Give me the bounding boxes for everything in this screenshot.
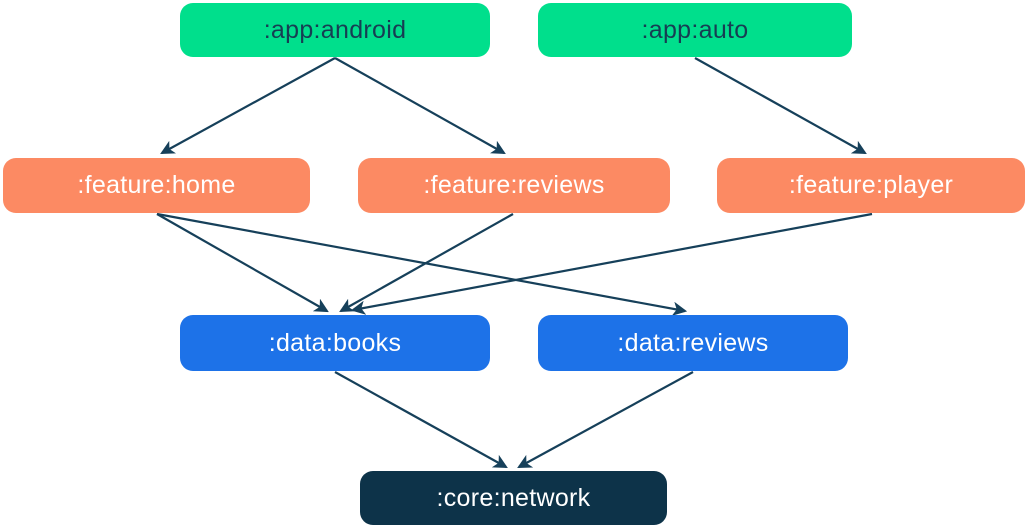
- edge-feature-reviews-to-data-books: [339, 213, 514, 313]
- node-feature-reviews: :feature:reviews: [358, 158, 670, 213]
- edge-app-android-to-feature-home: [160, 57, 336, 155]
- node-app-auto: :app:auto: [538, 3, 852, 57]
- node-data-reviews: :data:reviews: [538, 315, 848, 371]
- edge-data-reviews-to-core-network: [517, 371, 694, 469]
- node-feature-home: :feature:home: [3, 158, 310, 213]
- node-data-books: :data:books: [180, 315, 490, 371]
- edge-app-android-to-feature-reviews: [334, 57, 506, 155]
- edge-feature-player-to-data-books: [350, 212, 873, 315]
- node-core-network: :core:network: [360, 471, 667, 525]
- edge-app-auto-to-feature-player: [694, 57, 867, 155]
- edge-feature-home-to-data-reviews: [156, 212, 688, 316]
- node-app-android: :app:android: [180, 3, 490, 57]
- node-feature-player: :feature:player: [717, 158, 1025, 213]
- edge-data-books-to-core-network: [334, 371, 508, 469]
- edge-feature-home-to-data-books: [156, 213, 329, 313]
